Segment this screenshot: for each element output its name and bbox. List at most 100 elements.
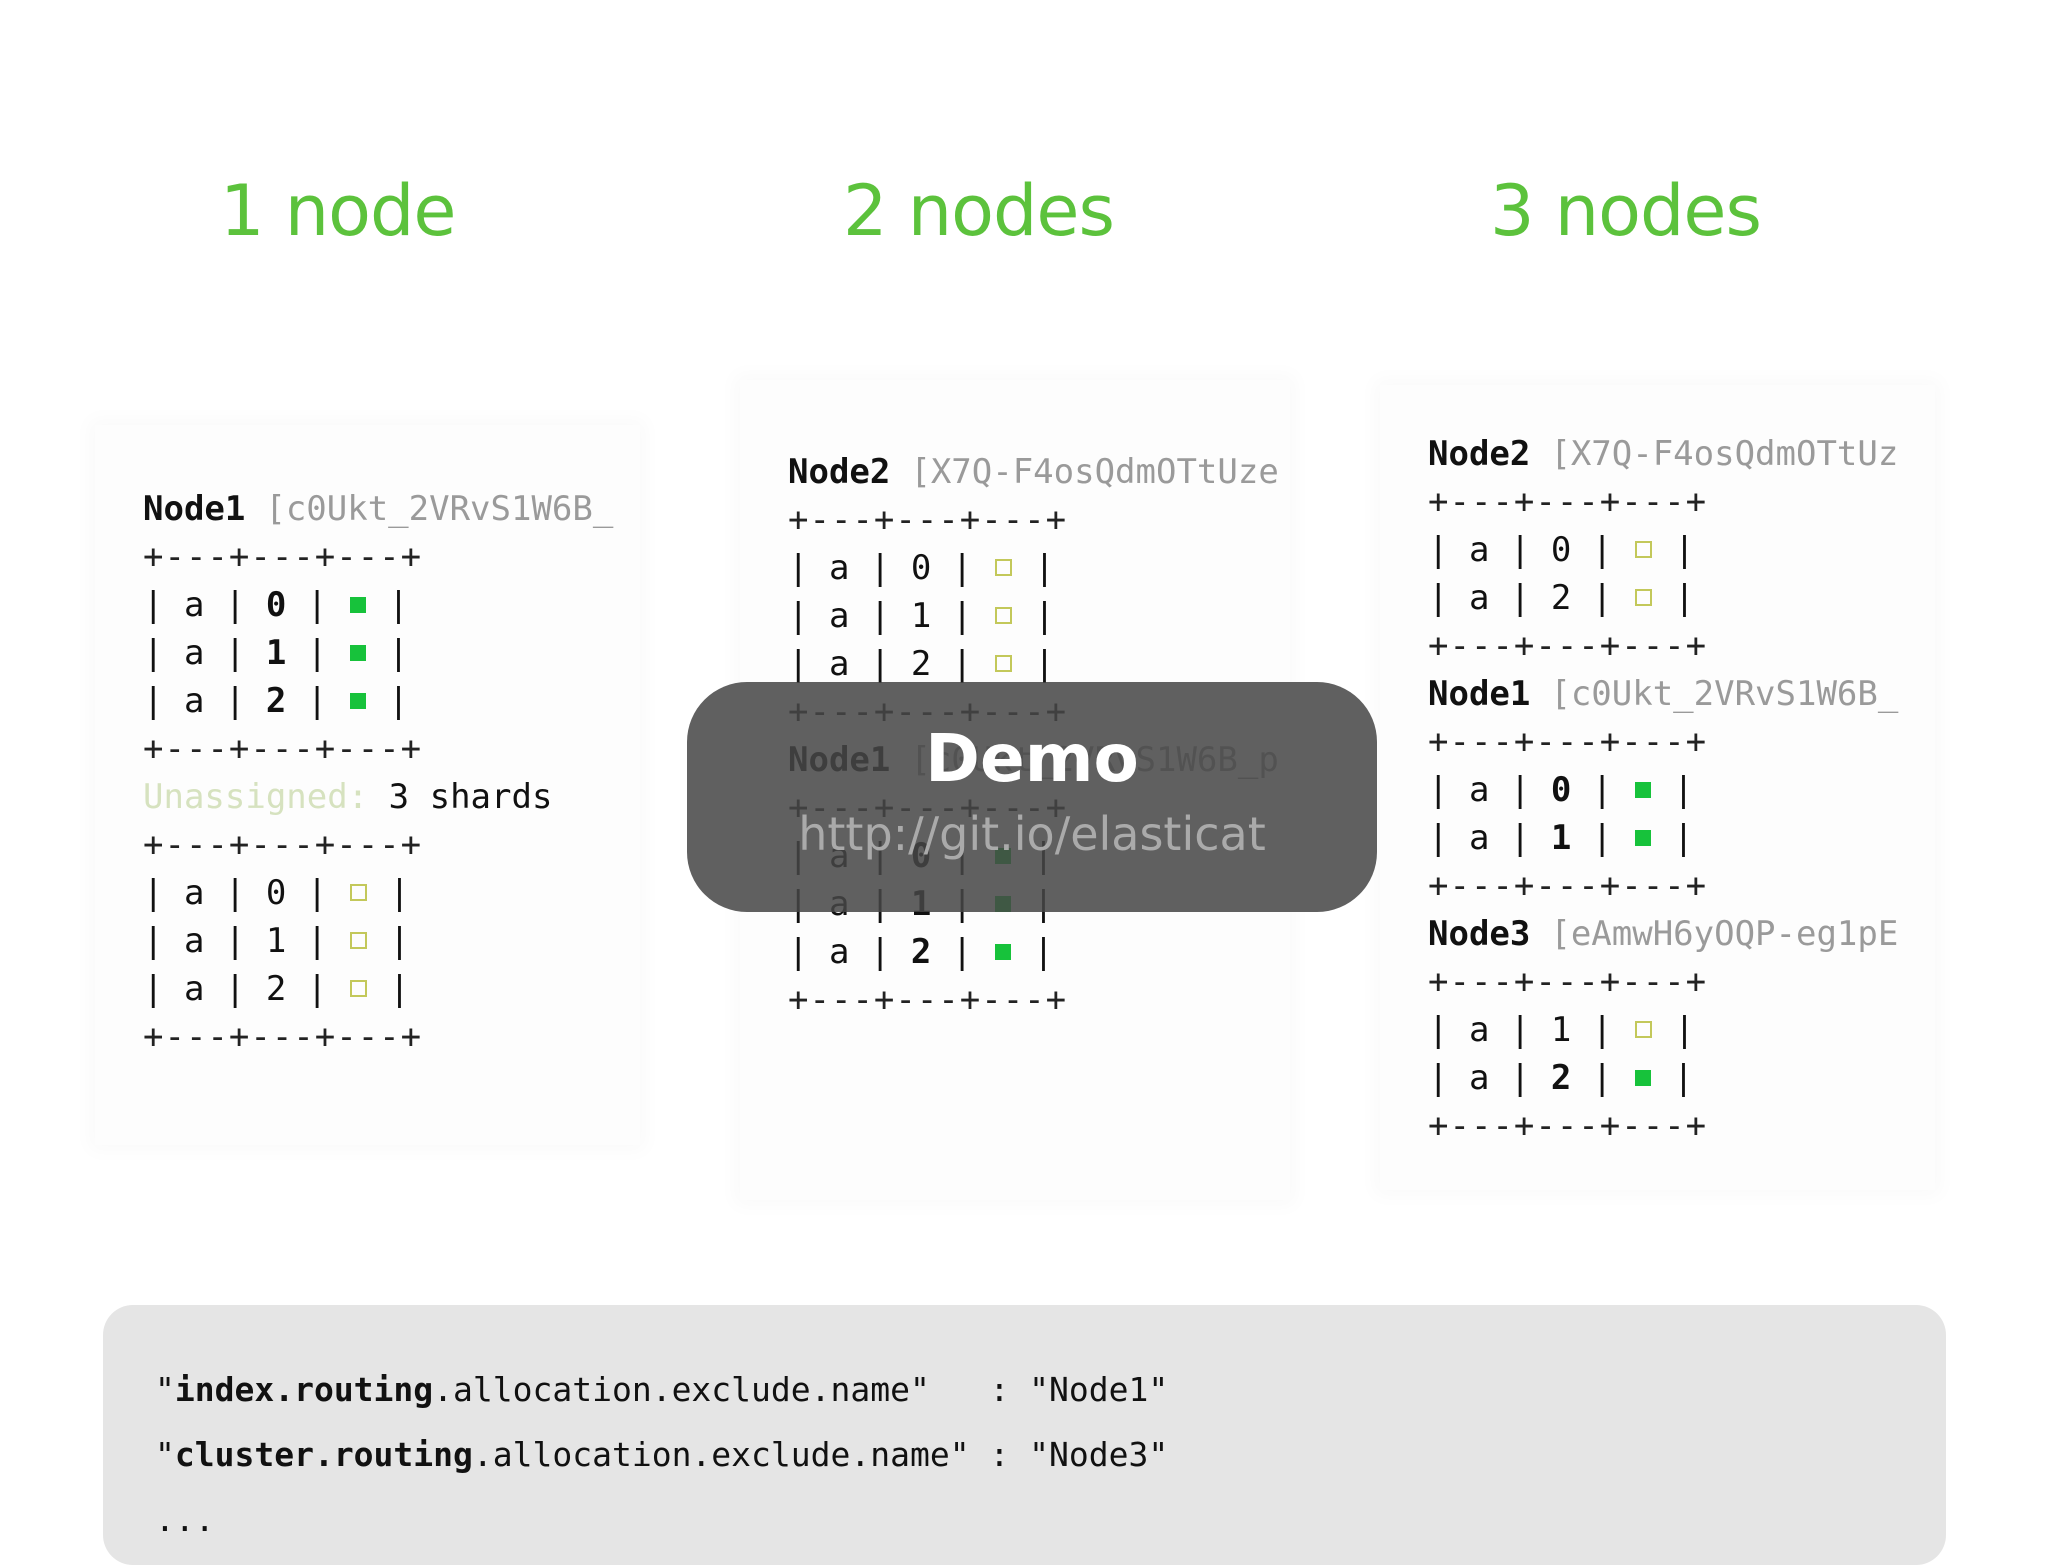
shard-row: | a | 1 | |: [1428, 818, 1694, 858]
node-header: Node2[X7Q-F4osQdmOTtUz: [1428, 430, 1898, 478]
shard-index: a: [183, 585, 205, 625]
node-header: Node3 [eAmwH6yOQP-eg1pE: [1428, 910, 1898, 958]
shard-number: 0: [265, 873, 287, 913]
shard-index: a: [1468, 1010, 1490, 1050]
shard-index: a: [828, 596, 850, 636]
node-header: Node2 [X7Q-F4osQdmOTtUze: [788, 448, 1279, 496]
shard-number: 2: [1550, 1058, 1572, 1098]
shard-index: a: [183, 681, 205, 721]
table-separator: +---+---+---+: [143, 821, 422, 869]
shard-row: | a | 2 | |: [1428, 578, 1695, 618]
node-name: Node2: [1428, 434, 1531, 474]
shard-row: | a | 1 | |: [1428, 1010, 1695, 1050]
table-separator: +---+---+---+: [143, 725, 422, 773]
shard-unassigned-icon: [349, 884, 367, 901]
heading-3-nodes: 3 nodes: [1490, 170, 1762, 252]
shard-row: | a | 2 | |: [143, 969, 410, 1009]
node-id: [X7Q-F4osQdmOTtUze: [910, 452, 1279, 492]
shard-index: a: [1468, 1058, 1490, 1098]
node-id: [c0Ukt_2VRvS1W6B_: [265, 489, 614, 529]
demo-overlay[interactable]: Demo http://git.io/elasticat: [687, 682, 1377, 912]
heading-2-nodes: 2 nodes: [843, 170, 1115, 252]
shard-number: 2: [910, 932, 932, 972]
shard-row: | a | 2 | |: [788, 644, 1055, 684]
shard-unassigned-icon: [349, 932, 367, 949]
separator-text: +---+---+---+: [788, 980, 1068, 1020]
separator-text: +---+---+---+: [143, 729, 423, 769]
shard-assigned-icon: [349, 644, 366, 661]
shard-row: | a | 0 | |: [1428, 770, 1694, 810]
code-line-2: "cluster.routing.allocation.exclude.name…: [155, 1435, 1169, 1474]
terminal-panel-3-nodes: Node2[X7Q-F4osQdmOTtUz+---+---+---+| a |…: [1380, 385, 1935, 1190]
shard-row: | a | 0 | |: [788, 548, 1055, 588]
terminal-panel-1-node: Node1[c0Ukt_2VRvS1W6B_+---+---+---+| a |…: [95, 425, 640, 1145]
shard-unassigned-icon: [1634, 1021, 1652, 1038]
table-separator: +---+---+---+: [1428, 718, 1707, 766]
shard-unassigned-icon: [1634, 589, 1652, 606]
shard-unassigned-icon: [994, 559, 1012, 576]
node-name: Node1: [143, 489, 246, 529]
shard-number: 2: [265, 969, 287, 1009]
heading-1-node: 1 node: [220, 170, 456, 252]
shard-row: | a | 0 | |: [143, 873, 410, 913]
code-line-1: "index.routing.allocation.exclude.name" …: [155, 1370, 1169, 1409]
shard-assigned-icon: [1634, 781, 1651, 798]
shard-unassigned-icon: [994, 607, 1012, 624]
shard-row: | a | 1 | |: [788, 596, 1055, 636]
shard-row: | a | 1 | |: [143, 633, 409, 673]
separator-text: +---+---+---+: [143, 825, 423, 865]
shard-index: a: [1468, 578, 1490, 618]
shard-index: a: [1468, 818, 1490, 858]
shard-number: 1: [910, 596, 932, 636]
demo-title: Demo: [925, 720, 1139, 797]
shard-number: 2: [265, 681, 287, 721]
separator-text: +---+---+---+: [143, 537, 423, 577]
unassigned-line: Unassigned: 3 shards: [143, 773, 552, 821]
node-name: Node3: [1428, 914, 1531, 954]
shard-index: a: [828, 548, 850, 588]
node-header: Node1[c0Ukt_2VRvS1W6B_: [1428, 670, 1898, 718]
unassigned-count: 3 shards: [388, 777, 553, 817]
shard-assigned-icon: [1634, 829, 1651, 846]
shard-index: a: [828, 644, 850, 684]
shard-index: a: [183, 633, 205, 673]
shard-index: a: [183, 969, 205, 1009]
table-separator: +---+---+---+: [143, 1013, 422, 1061]
separator-text: +---+---+---+: [1428, 1106, 1708, 1146]
table-separator: +---+---+---+: [1428, 1102, 1707, 1150]
node-header: Node1 [c0Ukt_2VRvS1W6B_: [143, 485, 613, 533]
shard-number: 0: [910, 548, 932, 588]
shard-index: a: [183, 873, 205, 913]
shard-unassigned-icon: [349, 980, 367, 997]
shard-index: a: [1468, 530, 1490, 570]
shard-index: a: [1468, 770, 1490, 810]
shard-unassigned-icon: [1634, 541, 1652, 558]
shard-assigned-icon: [994, 943, 1011, 960]
table-separator: +---+---+---+: [1428, 958, 1707, 1006]
code-snippet: "index.routing.allocation.exclude.name" …: [103, 1305, 1946, 1565]
shard-number: 2: [910, 644, 932, 684]
shard-number: 1: [1550, 1010, 1572, 1050]
shard-number: 1: [1550, 818, 1572, 858]
table-separator: +---+---+---+: [788, 496, 1067, 544]
shard-row: | a | 2 | |: [788, 932, 1054, 972]
shard-assigned-icon: [349, 596, 366, 613]
code-line-3: ...: [155, 1500, 215, 1539]
separator-text: +---+---+---+: [1428, 626, 1708, 666]
separator-text: +---+---+---+: [1428, 962, 1708, 1002]
separator-text: +---+---+---+: [1428, 866, 1708, 906]
shard-row: | a | 2 | |: [1428, 1058, 1694, 1098]
shard-number: 2: [1550, 578, 1572, 618]
node-id: [eAmwH6yOQP-eg1pE: [1550, 914, 1899, 954]
demo-url-link[interactable]: http://git.io/elasticat: [798, 807, 1266, 861]
node-name: Node2: [788, 452, 891, 492]
table-separator: +---+---+---+: [143, 533, 422, 581]
table-separator: +---+---+---+: [1428, 862, 1707, 910]
node-name: Node1: [1428, 674, 1531, 714]
shard-index: a: [828, 932, 850, 972]
shard-assigned-icon: [349, 692, 366, 709]
table-separator: +---+---+---+: [1428, 478, 1707, 526]
shard-number: 0: [1550, 770, 1572, 810]
shard-unassigned-icon: [994, 655, 1012, 672]
shard-number: 0: [1550, 530, 1572, 570]
